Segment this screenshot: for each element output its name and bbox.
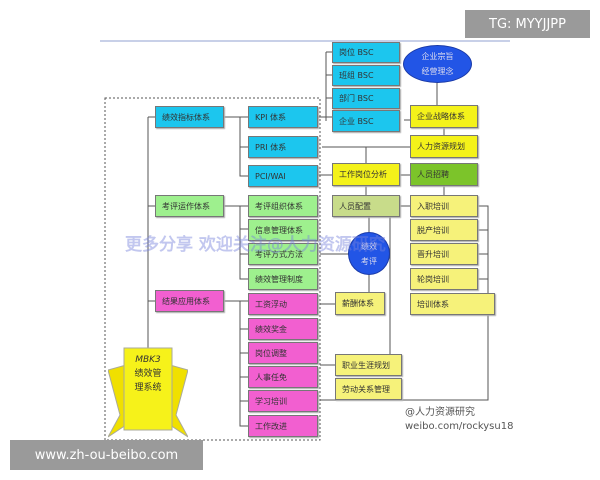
middle-box: 工作改进 [248,415,318,437]
mission-ellipse: 企业宗旨经营理念 [403,45,472,83]
left-box-application: 结果应用体系 [155,290,224,312]
appraisal-circle: 绩效考评 [348,232,390,275]
weibo-url: weibo.com/rockysu18 [405,421,514,432]
middle-box: 工资浮动 [248,293,318,315]
staffing-box: 人员配置 [332,195,400,217]
kpi-box: KPI 体系 [248,106,318,128]
career-box: 职业生涯规划 [335,354,402,376]
tag-top: TG: MYYJJPP [465,10,590,38]
training-box: 晋升培训 [410,243,478,265]
weibo-handle: @人力资源研究 [405,407,475,418]
middle-box: 人事任免 [248,366,318,388]
middle-box: 考评组织体系 [248,195,318,217]
left-box-operation: 考评运作体系 [155,195,224,217]
bsc-box: 班组 BSC [332,65,400,86]
ribbon-line3: 理系统 [134,383,162,393]
ribbon-line1: MBK3 [135,355,161,365]
labor-box: 劳动关系管理 [335,378,402,400]
ribbon-banner: MBK3 绩效管 理系统 [108,345,188,440]
pci-box: PCI/WAI [248,165,318,187]
training-system-box: 培训体系 [410,293,495,315]
middle-box: 学习培训 [248,390,318,412]
middle-box: 信息管理体系 [248,219,318,241]
weibo-credit: @人力资源研究 weibo.com/rockysu18 [405,406,513,434]
pri-box: PRI 体系 [248,136,318,158]
bsc-box: 岗位 BSC [332,42,400,63]
bsc-box: 部门 BSC [332,88,400,109]
bsc-box: 企业 BSC [332,110,400,132]
salary-box: 薪酬体系 [335,292,385,315]
training-box: 轮岗培训 [410,268,478,290]
middle-box: 岗位调整 [248,342,318,364]
job-analysis-box: 工作岗位分析 [332,163,400,186]
left-box-indicator: 绩效指标体系 [155,106,224,128]
middle-box: 绩效奖金 [248,318,318,340]
strategy-box: 企业战略体系 [410,105,478,128]
middle-box: 绩效管理制度 [248,268,318,290]
training-box: 脱产培训 [410,219,478,241]
watermark-text: 更多分享 欢迎关注@人力资源研究 [125,235,386,255]
ribbon-line2: 绩效管 [134,369,162,379]
training-box: 入职培训 [410,195,478,217]
tag-bottom: www.zh-ou-beibo.com [10,440,203,470]
recruit-box: 人员招聘 [410,163,478,186]
middle-box: 考评方式方法 [248,243,318,265]
hr-planning-box: 人力资源规划 [410,135,478,158]
